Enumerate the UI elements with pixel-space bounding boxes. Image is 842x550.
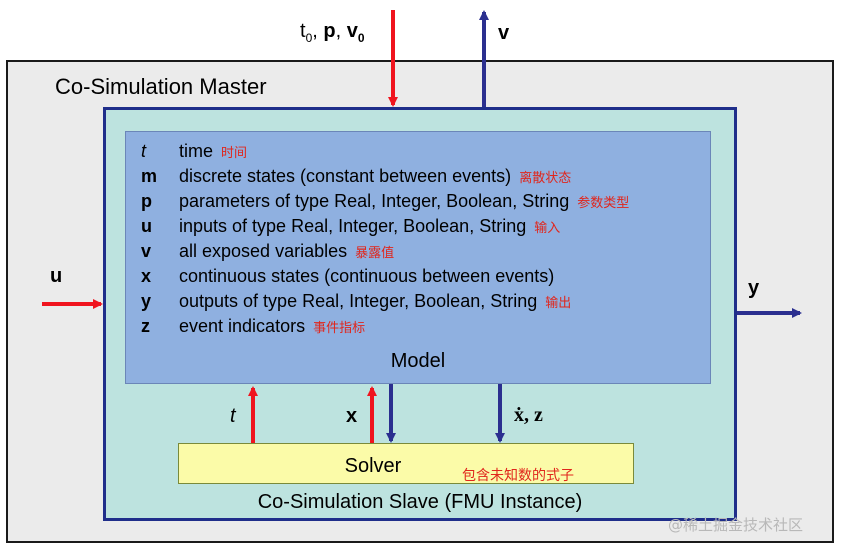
solver-box xyxy=(178,443,634,484)
model-row: z event indicators 事件指标 xyxy=(141,316,365,340)
variable-symbol: v xyxy=(141,241,152,261)
solver-label: Solver xyxy=(344,455,402,477)
variable-description: inputs of type Real, Integer, Boolean, S… xyxy=(179,216,527,236)
model-row: m discrete states (constant between event… xyxy=(141,166,571,190)
model-label: Model xyxy=(390,350,446,372)
variable-note: 输出 xyxy=(545,296,572,311)
model-box xyxy=(125,131,711,384)
variable-description: outputs of type Real, Integer, Boolean, … xyxy=(179,291,538,311)
right-output-label: y xyxy=(748,277,760,299)
variable-symbol: z xyxy=(141,316,150,336)
solver-t-label: t xyxy=(230,405,236,427)
model-row: v all exposed variables 暴露值 xyxy=(141,241,394,265)
model-row: x continuous states (continuous between e… xyxy=(141,266,554,290)
variable-description: parameters of type Real, Integer, Boolea… xyxy=(179,191,570,211)
model-row: p parameters of type Real, Integer, Boole… xyxy=(141,191,629,215)
variable-description: discrete states (constant between events… xyxy=(179,166,512,186)
variable-description: time xyxy=(179,141,214,161)
variable-symbol: u xyxy=(141,216,152,236)
variable-description: continuous states (continuous between ev… xyxy=(179,266,555,286)
master-label: Co-Simulation Master xyxy=(55,74,267,99)
variable-symbol: x xyxy=(141,266,152,286)
variable-symbol: p xyxy=(141,191,152,211)
left-input-label: u xyxy=(50,265,63,287)
variable-note: 事件指标 xyxy=(313,321,366,336)
model-output-label: ẋ, z xyxy=(514,404,543,426)
variable-symbol: y xyxy=(141,291,152,311)
model-row: u inputs of type Real, Integer, Boolean, … xyxy=(141,216,560,240)
variable-note: 参数类型 xyxy=(577,196,630,211)
model-row: y outputs of type Real, Integer, Boolean,… xyxy=(141,291,571,315)
variable-note: 离散状态 xyxy=(519,171,572,186)
top-input-label: t0, p, v0 xyxy=(300,20,365,45)
variable-description: all exposed variables xyxy=(179,241,348,261)
solver-note: 包含未知数的式子 xyxy=(462,468,574,484)
variable-symbol: t xyxy=(141,141,147,161)
variable-note: 时间 xyxy=(221,146,248,161)
top-output-label: v xyxy=(498,22,510,44)
variable-note: 暴露值 xyxy=(355,246,395,261)
variable-symbol: m xyxy=(141,166,158,186)
variable-description: event indicators xyxy=(179,316,306,336)
variable-note: 输入 xyxy=(534,221,561,236)
slave-label: Co-Simulation Slave (FMU Instance) xyxy=(257,491,583,513)
solver-x-label: x xyxy=(346,405,358,427)
model-row: t time 时间 xyxy=(141,141,247,165)
watermark: @稀土掘金技术社区 xyxy=(668,516,804,534)
